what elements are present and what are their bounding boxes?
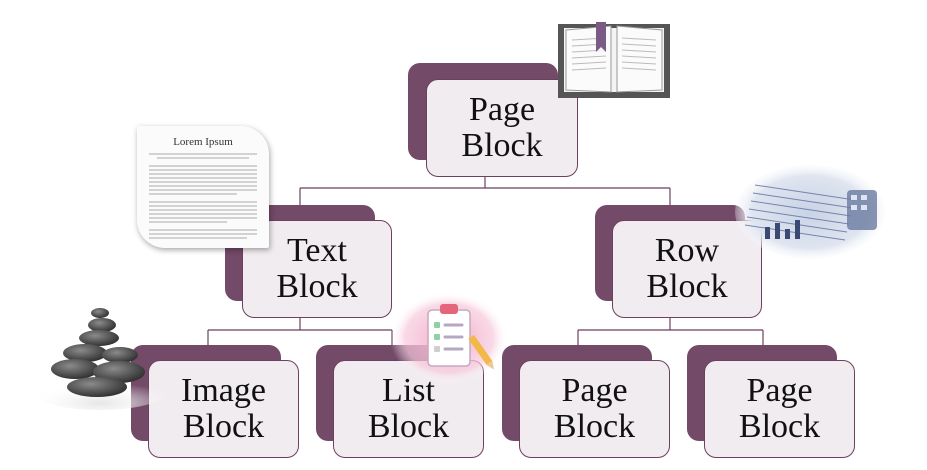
node-label-line2: Block: [276, 269, 357, 305]
node-label-line2: Block: [739, 409, 820, 445]
node-card: Page Block: [704, 360, 855, 458]
node-card: Page Block: [519, 360, 670, 458]
document-text-lines-icon: [137, 148, 269, 248]
clipboard-checklist-icon: [390, 292, 508, 384]
node-label-line1: Page: [561, 373, 627, 409]
document-page-thumbnail: Lorem Ipsum: [137, 126, 269, 248]
spreadsheet-chart-icon: [735, 165, 885, 260]
node-label-line1: Page: [746, 373, 812, 409]
node-label-line1: Page: [469, 92, 535, 128]
node-label-line2: Block: [368, 409, 449, 445]
document-title: Lorem Ipsum: [137, 136, 269, 148]
node-label-line1: Text: [287, 233, 347, 269]
node-label-line1: Row: [655, 233, 719, 269]
node-card: Image Block: [148, 360, 299, 458]
node-label-line2: Block: [183, 409, 264, 445]
stacked-stones-icon: [35, 305, 165, 410]
open-book-icon: [556, 22, 672, 100]
node-label-line2: Block: [461, 128, 542, 164]
node-label-line2: Block: [646, 269, 727, 305]
node-label-line1: Image: [181, 373, 266, 409]
node-label-line2: Block: [554, 409, 635, 445]
